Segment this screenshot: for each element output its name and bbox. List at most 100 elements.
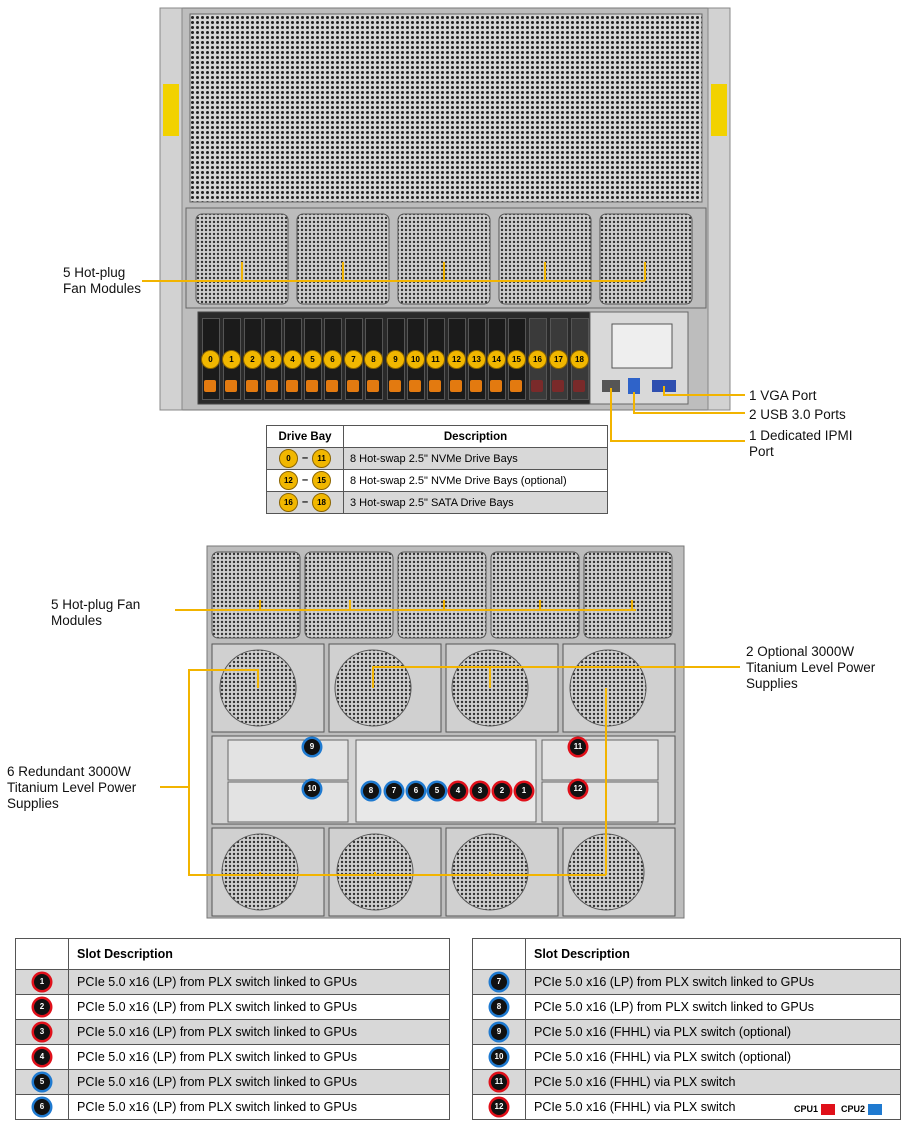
slot-description: PCIe 5.0 x16 (FHHL) via PLX switch xyxy=(525,1094,901,1120)
bay-latch[interactable] xyxy=(286,380,298,392)
bay-latch[interactable] xyxy=(409,380,421,392)
slot-number-cell: 5 xyxy=(15,1069,69,1095)
row-description: 8 Hot-swap 2.5" NVMe Drive Bays (optiona… xyxy=(343,469,608,492)
bay-number-badge: 0 xyxy=(201,350,220,369)
bay-latch[interactable] xyxy=(429,380,441,392)
bay-number-badge: 15 xyxy=(507,350,526,369)
slot-number-cell: 12 xyxy=(472,1094,526,1120)
slot-description: PCIe 5.0 x16 (LP) from PLX switch linked… xyxy=(525,994,901,1020)
ipmi-port-label: 1 Dedicated IPMI Port xyxy=(749,428,853,459)
slot-badge: 10 xyxy=(304,781,320,797)
bay-latch[interactable] xyxy=(246,380,258,392)
bay-number-badge: 4 xyxy=(283,350,302,369)
row-description: 3 Hot-swap 2.5" SATA Drive Bays xyxy=(343,491,608,514)
bay-latch[interactable] xyxy=(225,380,237,392)
slot-badge: 3 xyxy=(34,1024,50,1040)
cpu1-swatch xyxy=(821,1104,836,1116)
slot-number-cell: 3 xyxy=(15,1019,69,1045)
slot-description: PCIe 5.0 x16 (FHHL) via PLX switch xyxy=(525,1069,901,1095)
slot-badge: 2 xyxy=(34,999,50,1015)
slot-badge: 4 xyxy=(450,783,466,799)
bay-badge: 12 xyxy=(278,471,298,490)
bay-latch[interactable] xyxy=(490,380,502,392)
bay-latch[interactable] xyxy=(204,380,216,392)
bay-latch[interactable] xyxy=(326,380,338,392)
rear-fan-label: 5 Hot-plug Fan Modules xyxy=(51,597,141,628)
slot-header: Slot Description xyxy=(68,938,450,970)
bay-number-badge: 8 xyxy=(364,350,383,369)
slot-number-cell: 9 xyxy=(472,1019,526,1045)
slot-badge: 7 xyxy=(491,974,507,990)
bay-number-badge: 11 xyxy=(426,350,445,369)
slot-number-cell: 4 xyxy=(15,1044,69,1070)
slot-badge: 1 xyxy=(516,783,532,799)
slot-badge: 10 xyxy=(491,1049,507,1065)
bay-number-badge: 3 xyxy=(263,350,282,369)
bay-latch[interactable] xyxy=(450,380,462,392)
table-row: 11 PCIe 5.0 x16 (FHHL) via PLX switch xyxy=(472,1069,901,1095)
table-row: 7 PCIe 5.0 x16 (LP) from PLX switch linke… xyxy=(472,969,901,995)
drive-bay-table: Drive Bay Description 0–11 8 Hot-swap 2.… xyxy=(266,425,608,514)
slot-number-cell: 10 xyxy=(472,1044,526,1070)
bay-number-badge: 2 xyxy=(243,350,262,369)
bay-number-badge: 10 xyxy=(406,350,425,369)
cpu2-swatch xyxy=(868,1104,883,1116)
bay-badge: 18 xyxy=(312,493,332,512)
rear-fan-modules xyxy=(211,551,673,639)
slot-badge: 6 xyxy=(34,1099,50,1115)
bay-number-badge: 6 xyxy=(323,350,342,369)
bay-badge: 15 xyxy=(312,471,332,490)
bay-number-badge: 12 xyxy=(447,350,466,369)
slot-number-cell: 11 xyxy=(472,1069,526,1095)
cpu1-legend-label: CPU1 xyxy=(794,1104,819,1114)
slot-badge: 11 xyxy=(570,739,586,755)
front-fan-modules xyxy=(195,213,693,305)
bay-number-badge: 18 xyxy=(570,350,589,369)
bay-latch[interactable] xyxy=(347,380,359,392)
bay-latch[interactable] xyxy=(531,380,543,392)
slot-badge: 6 xyxy=(408,783,424,799)
slot-badge: 12 xyxy=(491,1099,507,1115)
table-row: 0–11 8 Hot-swap 2.5" NVMe Drive Bays xyxy=(266,447,608,470)
slot-badge: 3 xyxy=(472,783,488,799)
redundant-psu-label: 6 Redundant 3000W Titanium Level Power S… xyxy=(7,764,137,811)
bay-latch[interactable] xyxy=(470,380,482,392)
bay-badge: 11 xyxy=(312,449,332,468)
bay-latch[interactable] xyxy=(389,380,401,392)
slot-description: PCIe 5.0 x16 (LP) from PLX switch linked… xyxy=(68,969,450,995)
slot-description: PCIe 5.0 x16 (FHHL) via PLX switch (opti… xyxy=(525,1044,901,1070)
slot-description: PCIe 5.0 x16 (LP) from PLX switch linked… xyxy=(525,969,901,995)
slot-badge: 9 xyxy=(304,739,320,755)
slot-description: PCIe 5.0 x16 (LP) from PLX switch linked… xyxy=(68,1044,450,1070)
bay-latch[interactable] xyxy=(552,380,564,392)
slot-badge: 11 xyxy=(491,1074,507,1090)
slot-badge: 8 xyxy=(491,999,507,1015)
bay-badge: 16 xyxy=(278,493,298,512)
slot-badge: 9 xyxy=(491,1024,507,1040)
table-row: 12 PCIe 5.0 x16 (FHHL) via PLX switch xyxy=(472,1094,901,1120)
bay-latch[interactable] xyxy=(510,380,522,392)
slot-description: PCIe 5.0 x16 (LP) from PLX switch linked… xyxy=(68,1069,450,1095)
bay-number-badge: 5 xyxy=(303,350,322,369)
cpu2-legend-label: CPU2 xyxy=(841,1104,866,1114)
slot-badge: 2 xyxy=(494,783,510,799)
description-header: Description xyxy=(343,425,608,448)
optional-psu-label: 2 Optional 3000W Titanium Level Power Su… xyxy=(746,644,876,691)
slot-badge: 4 xyxy=(34,1049,50,1065)
bay-latch[interactable] xyxy=(266,380,278,392)
slot-header: Slot Description xyxy=(525,938,901,970)
bay-latch[interactable] xyxy=(306,380,318,392)
slot-description: PCIe 5.0 x16 (LP) from PLX switch linked… xyxy=(68,994,450,1020)
slot-number-cell: 7 xyxy=(472,969,526,995)
bay-latch[interactable] xyxy=(573,380,585,392)
table-row: 8 PCIe 5.0 x16 (LP) from PLX switch linke… xyxy=(472,994,901,1020)
bay-latch[interactable] xyxy=(367,380,379,392)
row-description: 8 Hot-swap 2.5" NVMe Drive Bays xyxy=(343,447,608,470)
cpu-legend: CPU1 CPU2 xyxy=(794,1104,888,1116)
slot-description: PCIe 5.0 x16 (LP) from PLX switch linked… xyxy=(68,1019,450,1045)
table-row: 3 PCIe 5.0 x16 (LP) from PLX switch linke… xyxy=(15,1019,450,1045)
